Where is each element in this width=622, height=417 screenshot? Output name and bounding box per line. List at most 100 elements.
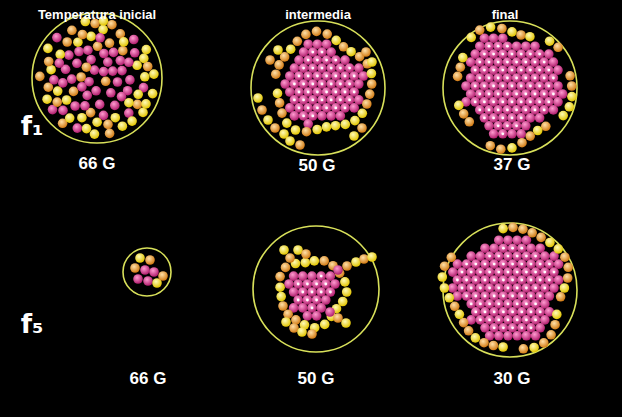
particle (317, 47, 327, 57)
particle-center (353, 75, 356, 78)
particle (545, 36, 555, 46)
particle (90, 129, 100, 139)
particle (563, 263, 573, 273)
particle (322, 29, 332, 39)
particle-center (324, 283, 327, 286)
particle-center (474, 263, 477, 266)
particle-center (515, 61, 518, 64)
particle-center (334, 59, 337, 62)
value-label: 50 G (298, 370, 335, 389)
particle (349, 131, 359, 141)
particle (303, 103, 313, 113)
particle (133, 274, 143, 284)
particle (336, 111, 346, 121)
particle-center (488, 255, 491, 258)
particle (529, 343, 539, 353)
particle-center (539, 295, 542, 298)
particle (507, 27, 517, 37)
particle-center (497, 287, 500, 290)
particle (303, 55, 313, 65)
particle-center (534, 61, 537, 64)
particle-center (497, 93, 500, 96)
particle-center (302, 99, 305, 102)
column-header: intermedia (285, 8, 351, 22)
particle (480, 81, 490, 91)
particle (52, 97, 62, 107)
particle-center (465, 279, 468, 282)
particle (498, 49, 508, 59)
value-label: 37 G (494, 156, 531, 175)
particle (545, 259, 555, 269)
particle (285, 253, 295, 263)
particle-center (497, 45, 500, 48)
particle-center (553, 271, 556, 274)
particle (298, 303, 308, 313)
particle (499, 323, 509, 333)
particle (285, 103, 295, 113)
particle (525, 131, 535, 141)
particle (158, 271, 168, 281)
particle (438, 272, 448, 282)
particle (544, 97, 554, 107)
particle-center (353, 91, 356, 94)
particle (485, 283, 495, 293)
particle (516, 49, 526, 59)
particle-center (484, 295, 487, 298)
particle (333, 265, 343, 275)
particle-center (488, 45, 491, 48)
particle-center (334, 91, 337, 94)
particle (563, 273, 573, 283)
particle-center (511, 311, 514, 314)
particle-center (321, 83, 324, 86)
particle (554, 275, 564, 285)
particle (521, 105, 531, 115)
particle (459, 318, 469, 328)
particle-center (311, 51, 314, 54)
particle (466, 251, 476, 261)
particle-center (530, 326, 533, 329)
particle (44, 57, 54, 67)
particle (498, 342, 508, 352)
particle (106, 88, 116, 98)
particle (110, 101, 120, 111)
particle-center (516, 319, 519, 322)
particle (319, 256, 329, 266)
particle-center (307, 91, 310, 94)
particle-center (474, 295, 477, 298)
particle-center (306, 299, 309, 302)
particle (133, 100, 143, 110)
particle-center (502, 295, 505, 298)
particle (362, 99, 372, 109)
particle (93, 42, 103, 52)
cell-boundary (251, 21, 385, 155)
particle-center (516, 271, 519, 274)
particle (503, 251, 513, 261)
particle-center (479, 319, 482, 322)
particle-center (297, 299, 300, 302)
particle (326, 79, 336, 89)
particle-center (524, 77, 527, 80)
particle-center (483, 69, 486, 72)
particle (313, 103, 323, 113)
particle (135, 253, 145, 263)
particle-center (547, 101, 550, 104)
particle (322, 55, 332, 65)
particle (503, 73, 513, 83)
particle-center (483, 53, 486, 56)
particle (291, 125, 301, 135)
particle-center (344, 91, 347, 94)
particle-center (515, 124, 518, 127)
particle (99, 111, 109, 121)
particle-center (501, 117, 504, 120)
particle-center (311, 291, 314, 294)
particle (49, 75, 59, 85)
particle-center (520, 117, 523, 120)
particle (129, 35, 139, 45)
particle-center (484, 311, 487, 314)
particle (480, 323, 490, 333)
particle-center (497, 61, 500, 64)
particle (349, 103, 359, 113)
particle (290, 111, 300, 121)
particle-center (511, 263, 514, 266)
particle-center (301, 291, 304, 294)
